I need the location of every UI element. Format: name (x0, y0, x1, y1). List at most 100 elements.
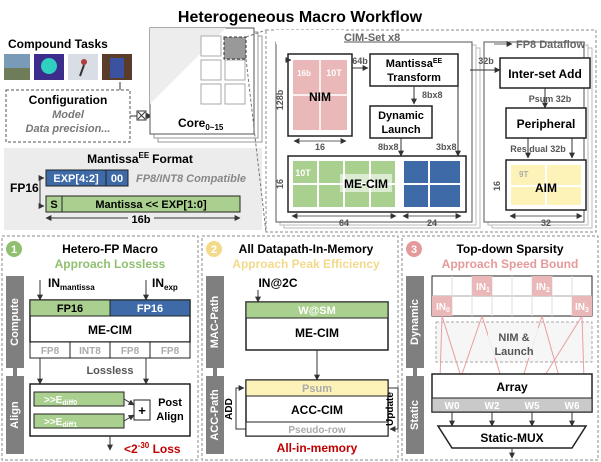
svg-text:>>Ediff0: >>Ediff0 (44, 395, 77, 407)
bx8-label-2: 8bx8 (378, 142, 399, 152)
config-precision: Data precision... (26, 123, 111, 135)
dynamic-launch-block (369, 105, 433, 139)
array-label: Array (496, 380, 528, 394)
panel2-me-cim-label: ME-CIM (295, 326, 339, 340)
width-32b: 32b (478, 56, 494, 66)
panel3-subtitle: Approach Speed Bound (442, 257, 579, 271)
cim-dataflow-frame (265, 29, 597, 233)
panel1-me-cim-label: ME-CIM (88, 323, 132, 337)
in-2c-label: IN@2C (258, 276, 297, 290)
nim-width-16: 16 (315, 142, 325, 152)
fp16-label: FP16 (10, 181, 39, 195)
svg-text:Inter-set Add: Inter-set Add (508, 67, 582, 81)
svg-text:FP8: FP8 (41, 346, 60, 357)
side-bar-align (6, 376, 24, 454)
lossless-label: Lossless (86, 365, 133, 377)
weight-w2: W2 (485, 401, 500, 412)
in-exp: INexp (152, 276, 178, 292)
svg-text:Psum: Psum (302, 383, 332, 395)
width-16b: 16b (132, 214, 151, 226)
svg-text:FP8: FP8 (161, 346, 180, 357)
panel3-number-badge (406, 241, 422, 257)
static-mux-label: Static-MUX (480, 431, 543, 445)
svg-text:IN0: IN0 (436, 302, 450, 314)
svg-text:Static: Static (409, 400, 421, 430)
side-bar-static (406, 376, 424, 454)
mantissa-field (61, 195, 241, 213)
selected-core-tile (223, 36, 247, 60)
nim-label: NIM (309, 90, 331, 104)
weight-row (431, 397, 593, 413)
side-bar-mac-path (206, 276, 224, 368)
panel2-subtitle: Approach Peak Efficiency (232, 257, 380, 271)
svg-text:FP16: FP16 (137, 303, 163, 315)
loss-label: <2-30 Loss (124, 441, 181, 456)
compound-tasks-label: Compound Tasks (8, 37, 108, 51)
static-mux-block (436, 425, 588, 449)
me-10t: 10T (295, 168, 311, 178)
svg-text:3: 3 (411, 244, 417, 256)
in3-cell (572, 296, 592, 316)
svg-text:MAC-Path: MAC-Path (209, 295, 221, 348)
configuration-box (5, 89, 131, 143)
diagram-title: Heterogeneous Macro Workflow (178, 9, 423, 26)
weight-w6: W6 (565, 401, 580, 412)
panel1-title: Hetero-FP Macro (62, 242, 158, 256)
in1-cell (472, 276, 492, 296)
zero-field (105, 169, 129, 187)
update-label: Update (385, 392, 396, 426)
me-width-24: 24 (427, 218, 437, 228)
fp16-blue-field (109, 299, 191, 317)
panel2-number-badge (206, 241, 222, 257)
in2-cell (532, 276, 552, 296)
svg-text:FP16: FP16 (57, 303, 83, 315)
svg-text:IN3: IN3 (575, 302, 589, 314)
core-stack (149, 27, 263, 143)
acc-cim-label: ACC-CIM (291, 403, 343, 417)
w-sm-field (245, 301, 389, 319)
svg-text:Dynamic: Dynamic (409, 299, 421, 345)
psum-32b: Psum 32b (529, 94, 572, 104)
core-label: Core0~15 (178, 116, 224, 132)
svg-text:>>Ediff1: >>Ediff1 (44, 417, 77, 429)
svg-text:1: 1 (11, 244, 17, 256)
aim-width-32: 32 (541, 218, 551, 228)
bx8-label-1: 8bx8 (422, 90, 443, 100)
panel1-subtitle: Approach Lossless (55, 257, 166, 271)
svg-text:ACC-Path: ACC-Path (209, 389, 221, 441)
bx8-label-3: 3bx8 (436, 142, 457, 152)
side-bar-acc-path (206, 376, 224, 454)
width-64b: 64b (352, 56, 368, 66)
post-align-label-2: Align (156, 411, 184, 423)
panel3-title: Top-down Sparsity (456, 242, 563, 256)
weight-w5: W5 (525, 401, 540, 412)
svg-text:MantissaEE: MantissaEE (386, 58, 443, 70)
svg-text:Peripheral: Peripheral (517, 117, 576, 131)
side-bar-dynamic (406, 276, 424, 368)
svg-text:Launch: Launch (381, 124, 420, 136)
panel2-title: All Datapath-In-Memory (239, 242, 374, 256)
nim-16b: 16b (297, 69, 311, 78)
side-bar-compute (6, 276, 24, 368)
svg-text:00: 00 (111, 173, 123, 185)
fp8-compatible-note: FP8/INT8 Compatible (136, 173, 246, 185)
task-thumbnails (4, 54, 132, 80)
svg-text:IN1: IN1 (476, 282, 490, 294)
in0-cell (432, 296, 452, 316)
peripheral-block (505, 107, 587, 139)
svg-text:Align: Align (9, 401, 21, 429)
svg-text:Compute: Compute (9, 298, 21, 346)
add-label: ADD (224, 398, 235, 420)
nim-10t: 10T (326, 68, 342, 78)
me-height-16: 16 (275, 179, 285, 189)
svg-text:IN2: IN2 (536, 282, 550, 294)
weight-w0: W0 (445, 401, 460, 412)
svg-text:Pseudo-row: Pseudo-row (288, 425, 345, 436)
svg-text:W@SM: W@SM (298, 305, 336, 317)
svg-text:Transform: Transform (387, 72, 441, 84)
post-align-label-1: Post (158, 397, 182, 409)
config-model: Model (52, 109, 85, 121)
svg-text:S: S (50, 199, 57, 211)
